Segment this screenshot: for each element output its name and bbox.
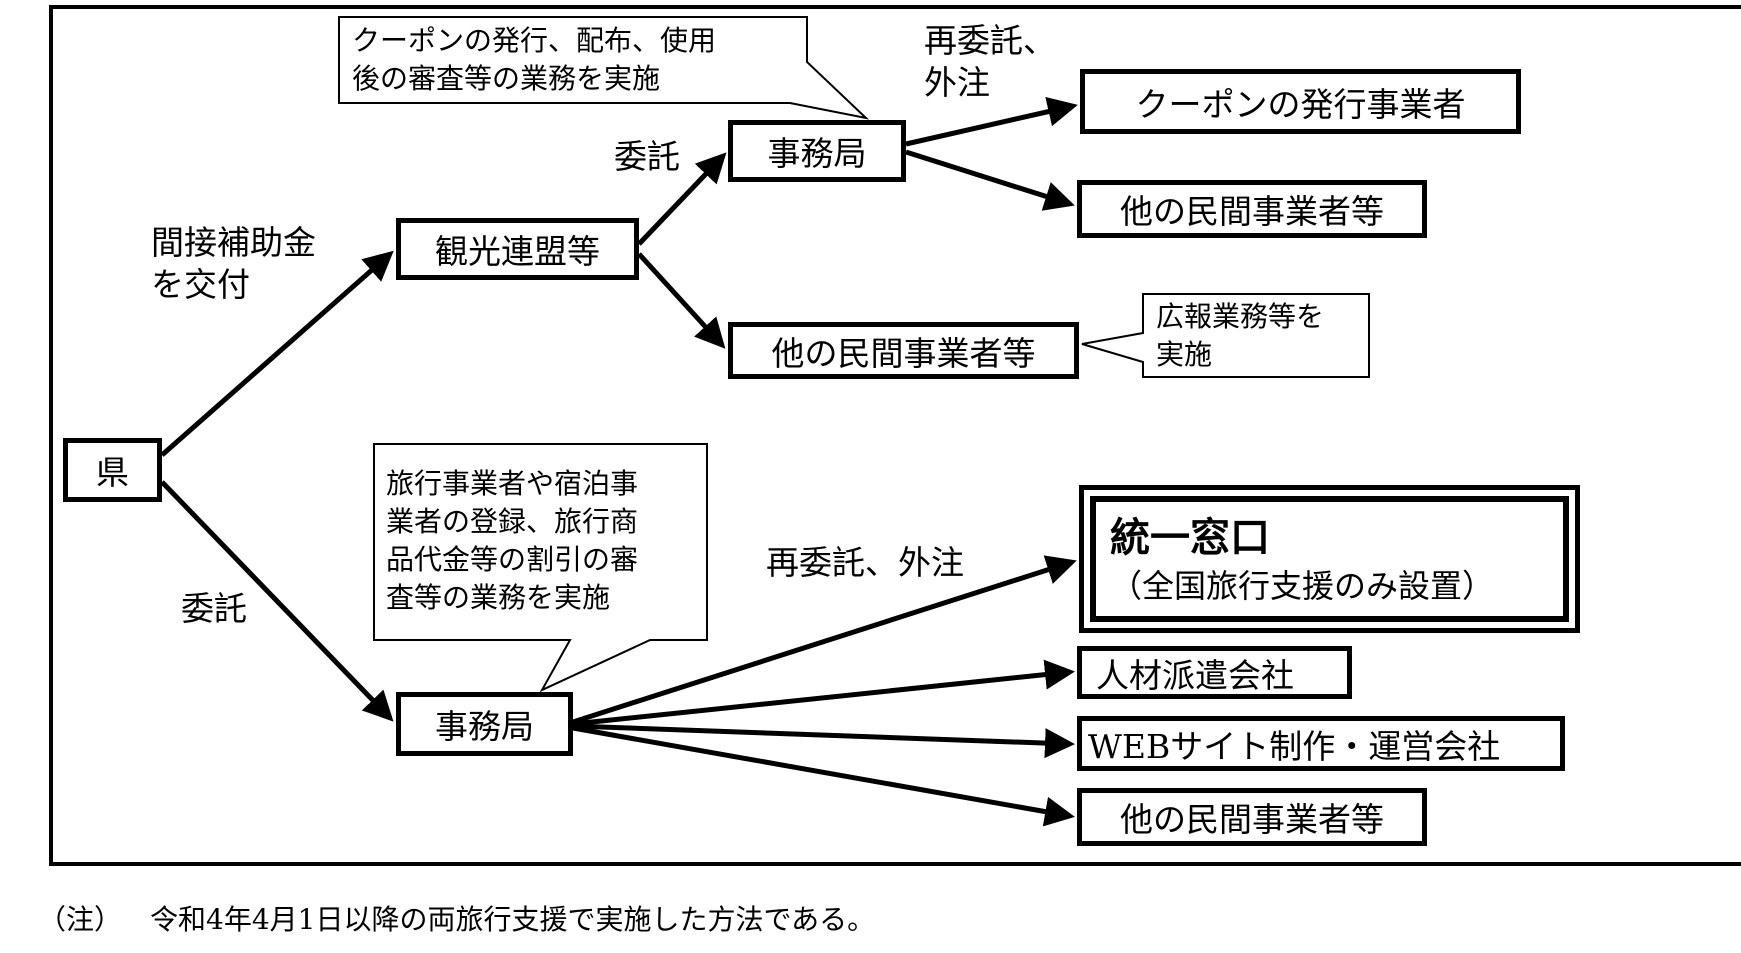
- callout-coupon-tasks: [338, 16, 870, 120]
- callout-pr-text: 広報業務等を 実施: [1156, 298, 1324, 374]
- callout-line: 旅行事業者や宿泊事: [386, 467, 639, 500]
- arrow-pref-to-secretariat: [160, 480, 394, 722]
- node-coupon-issuer: クーポンの発行事業者: [1080, 69, 1521, 134]
- label-reconsign-bottom: 再委託、外注: [766, 543, 964, 582]
- callout-line: 品代金等の割引の審: [386, 543, 639, 576]
- node-web-company: WEBサイト制作・運営会社: [1077, 716, 1565, 771]
- node-other-private-bottom: 他の民間事業者等: [1077, 788, 1427, 846]
- arrow-federation-to-secretariat: [637, 152, 727, 246]
- label-line: 再委託、: [924, 21, 1056, 60]
- callout-line: 業者の登録、旅行商: [386, 505, 639, 538]
- node-other-private-top: 他の民間事業者等: [1077, 180, 1427, 238]
- label-consign-top: 委託: [614, 137, 680, 176]
- label-line: 間接補助金: [151, 223, 316, 262]
- callout-line: 査等の業務を実施: [386, 581, 611, 614]
- callout-line: 実施: [1156, 338, 1213, 371]
- node-secretariat-bottom: 事務局: [396, 692, 573, 756]
- arrow-secretariat-to-coupon: [905, 96, 1078, 147]
- arrow-federation-to-other: [637, 252, 726, 349]
- node-prefecture: 県: [63, 438, 162, 502]
- arrow-to-other-bottom: [572, 725, 1075, 827]
- node-other-private-mid: 他の民間事業者等: [728, 322, 1079, 379]
- arrow-to-web: [572, 723, 1075, 759]
- label-indirect-subsidy: 間接補助金 を交付: [151, 222, 316, 306]
- arrow-pref-to-federation: [160, 250, 394, 457]
- node-staffing-company: 人材派遣会社: [1077, 646, 1352, 699]
- callout-line: クーポンの発行、配布、使用: [352, 24, 717, 57]
- unified-window-subtitle: （全国旅行支援のみ設置）: [1110, 567, 1495, 605]
- callout-line: 後の審査等の業務を実施: [352, 62, 661, 95]
- callout-travel-tasks: [373, 443, 708, 693]
- callout-line: 広報業務等を: [1156, 300, 1325, 333]
- unified-window-title: 統一窓口: [1110, 514, 1270, 561]
- node-tourism-federation: 観光連盟等: [396, 218, 639, 280]
- label-consign-bottom: 委託: [181, 589, 247, 628]
- callout-travel-text: 旅行事業者や宿泊事 業者の登録、旅行商 品代金等の割引の審 査等の業務を実施: [386, 465, 638, 617]
- node-unified-window: 統一窓口 （全国旅行支援のみ設置）: [1079, 485, 1580, 633]
- footnote-text: 令和4年4月1日以降の両旅行支援で実施した方法である。: [150, 903, 876, 936]
- footnote-marker: （注）: [38, 903, 123, 936]
- callout-coupon-text: クーポンの発行、配布、使用 後の審査等の業務を実施: [352, 22, 716, 98]
- label-line: 外注: [924, 63, 990, 102]
- outer-frame: [49, 5, 1741, 866]
- node-secretariat-top: 事務局: [728, 120, 906, 182]
- arrow-secretariat-to-other: [905, 149, 1075, 211]
- label-reconsign-top: 再委託、 外注: [924, 20, 1056, 104]
- callout-pr-tasks: [1081, 293, 1370, 378]
- arrow-to-unified-window: [572, 555, 1077, 725]
- arrow-to-staffing: [572, 659, 1075, 727]
- label-line: を交付: [151, 265, 250, 304]
